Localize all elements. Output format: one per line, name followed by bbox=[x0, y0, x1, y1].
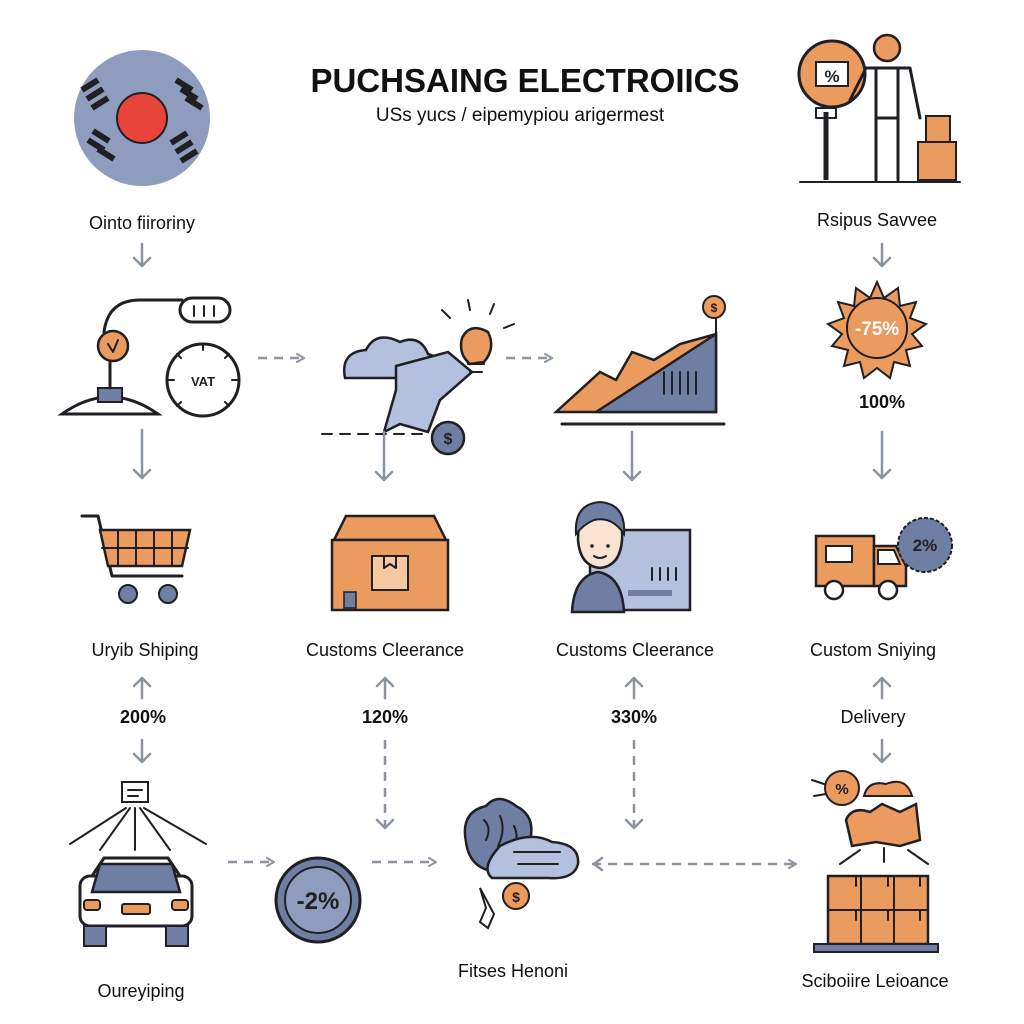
sign-percent-text: % bbox=[824, 67, 839, 86]
crate-badge-text: % bbox=[835, 781, 848, 798]
fitses-label: Fitses Henoni bbox=[458, 961, 568, 981]
arrow-origin-down bbox=[132, 242, 152, 268]
arrow-customs-up-2 bbox=[624, 676, 644, 700]
customs-label-1: Customs Clеerance bbox=[306, 640, 464, 660]
car-icon bbox=[69, 781, 207, 947]
origin-label: Ointo fiiroriny bbox=[89, 213, 195, 233]
arrow-service-down bbox=[872, 242, 892, 268]
discount-circle-icon: -2% bbox=[274, 856, 362, 944]
arrow-shipping-down bbox=[132, 738, 152, 764]
scibolire-label: Sciboiire Leioance bbox=[801, 971, 948, 991]
idea-cloud-money-icon: $ bbox=[321, 299, 515, 456]
shipping-rate-badge: 2% bbox=[897, 517, 953, 573]
vat-gauge-icon: VAT bbox=[165, 342, 241, 418]
factory-lamp-icon bbox=[57, 296, 232, 416]
chart-dollar-text: $ bbox=[711, 301, 718, 315]
arrow-delivery-up bbox=[872, 676, 892, 700]
arrow-chart-down bbox=[622, 430, 642, 482]
shopping-cart-icon bbox=[80, 514, 192, 604]
discount-sun-icon: -75% bbox=[825, 279, 929, 380]
customs-percent-2: 330% bbox=[611, 707, 657, 727]
finance-cloud-icon: $ bbox=[463, 797, 580, 930]
korea-flag-icon bbox=[74, 50, 210, 186]
arrow-delivery-down bbox=[872, 738, 892, 764]
customs-label-2: Customs Clеerance bbox=[556, 640, 714, 660]
page-title: PUCHSAING ELECTROIICS bbox=[310, 62, 739, 99]
arrow-sun-down bbox=[872, 430, 892, 480]
service-percent: 100% bbox=[859, 392, 905, 412]
sale-sign-person-icon: % bbox=[797, 33, 961, 183]
customs-percent-1: 120% bbox=[362, 707, 408, 727]
cargo-crates-icon: % bbox=[811, 770, 939, 953]
page-subtitle: USs yucs / eipemypiou arigermest bbox=[376, 105, 665, 126]
delivery-label: Delivery bbox=[840, 707, 905, 727]
connectors bbox=[132, 242, 892, 872]
arrow-customs-up-1 bbox=[375, 676, 395, 700]
delivery-truck-icon bbox=[814, 534, 908, 601]
customs-agent-icon bbox=[570, 500, 692, 614]
custom-shipping-label: Custom Sniying bbox=[810, 640, 936, 660]
overshipping-label: Ourеyiping bbox=[97, 981, 184, 1001]
shipping-label: Uryib Shiping bbox=[91, 640, 198, 660]
shipping-percent: 200% bbox=[120, 707, 166, 727]
coin-dollar-text: $ bbox=[512, 889, 520, 905]
gauge-text: VAT bbox=[191, 374, 215, 389]
sun-discount-text: -75% bbox=[855, 319, 899, 340]
discount-circle-text: -2% bbox=[297, 888, 340, 915]
arrow-shipping-up bbox=[132, 676, 152, 700]
arrow-cloud-down bbox=[374, 430, 394, 482]
van-badge-text: 2% bbox=[913, 536, 938, 555]
price-chart-icon: $ bbox=[552, 295, 726, 426]
dollar-text: $ bbox=[444, 431, 453, 448]
service-label: Rsipus Savvee bbox=[817, 210, 937, 230]
arrow-lamp-down bbox=[132, 428, 152, 480]
package-box-icon bbox=[330, 514, 450, 612]
